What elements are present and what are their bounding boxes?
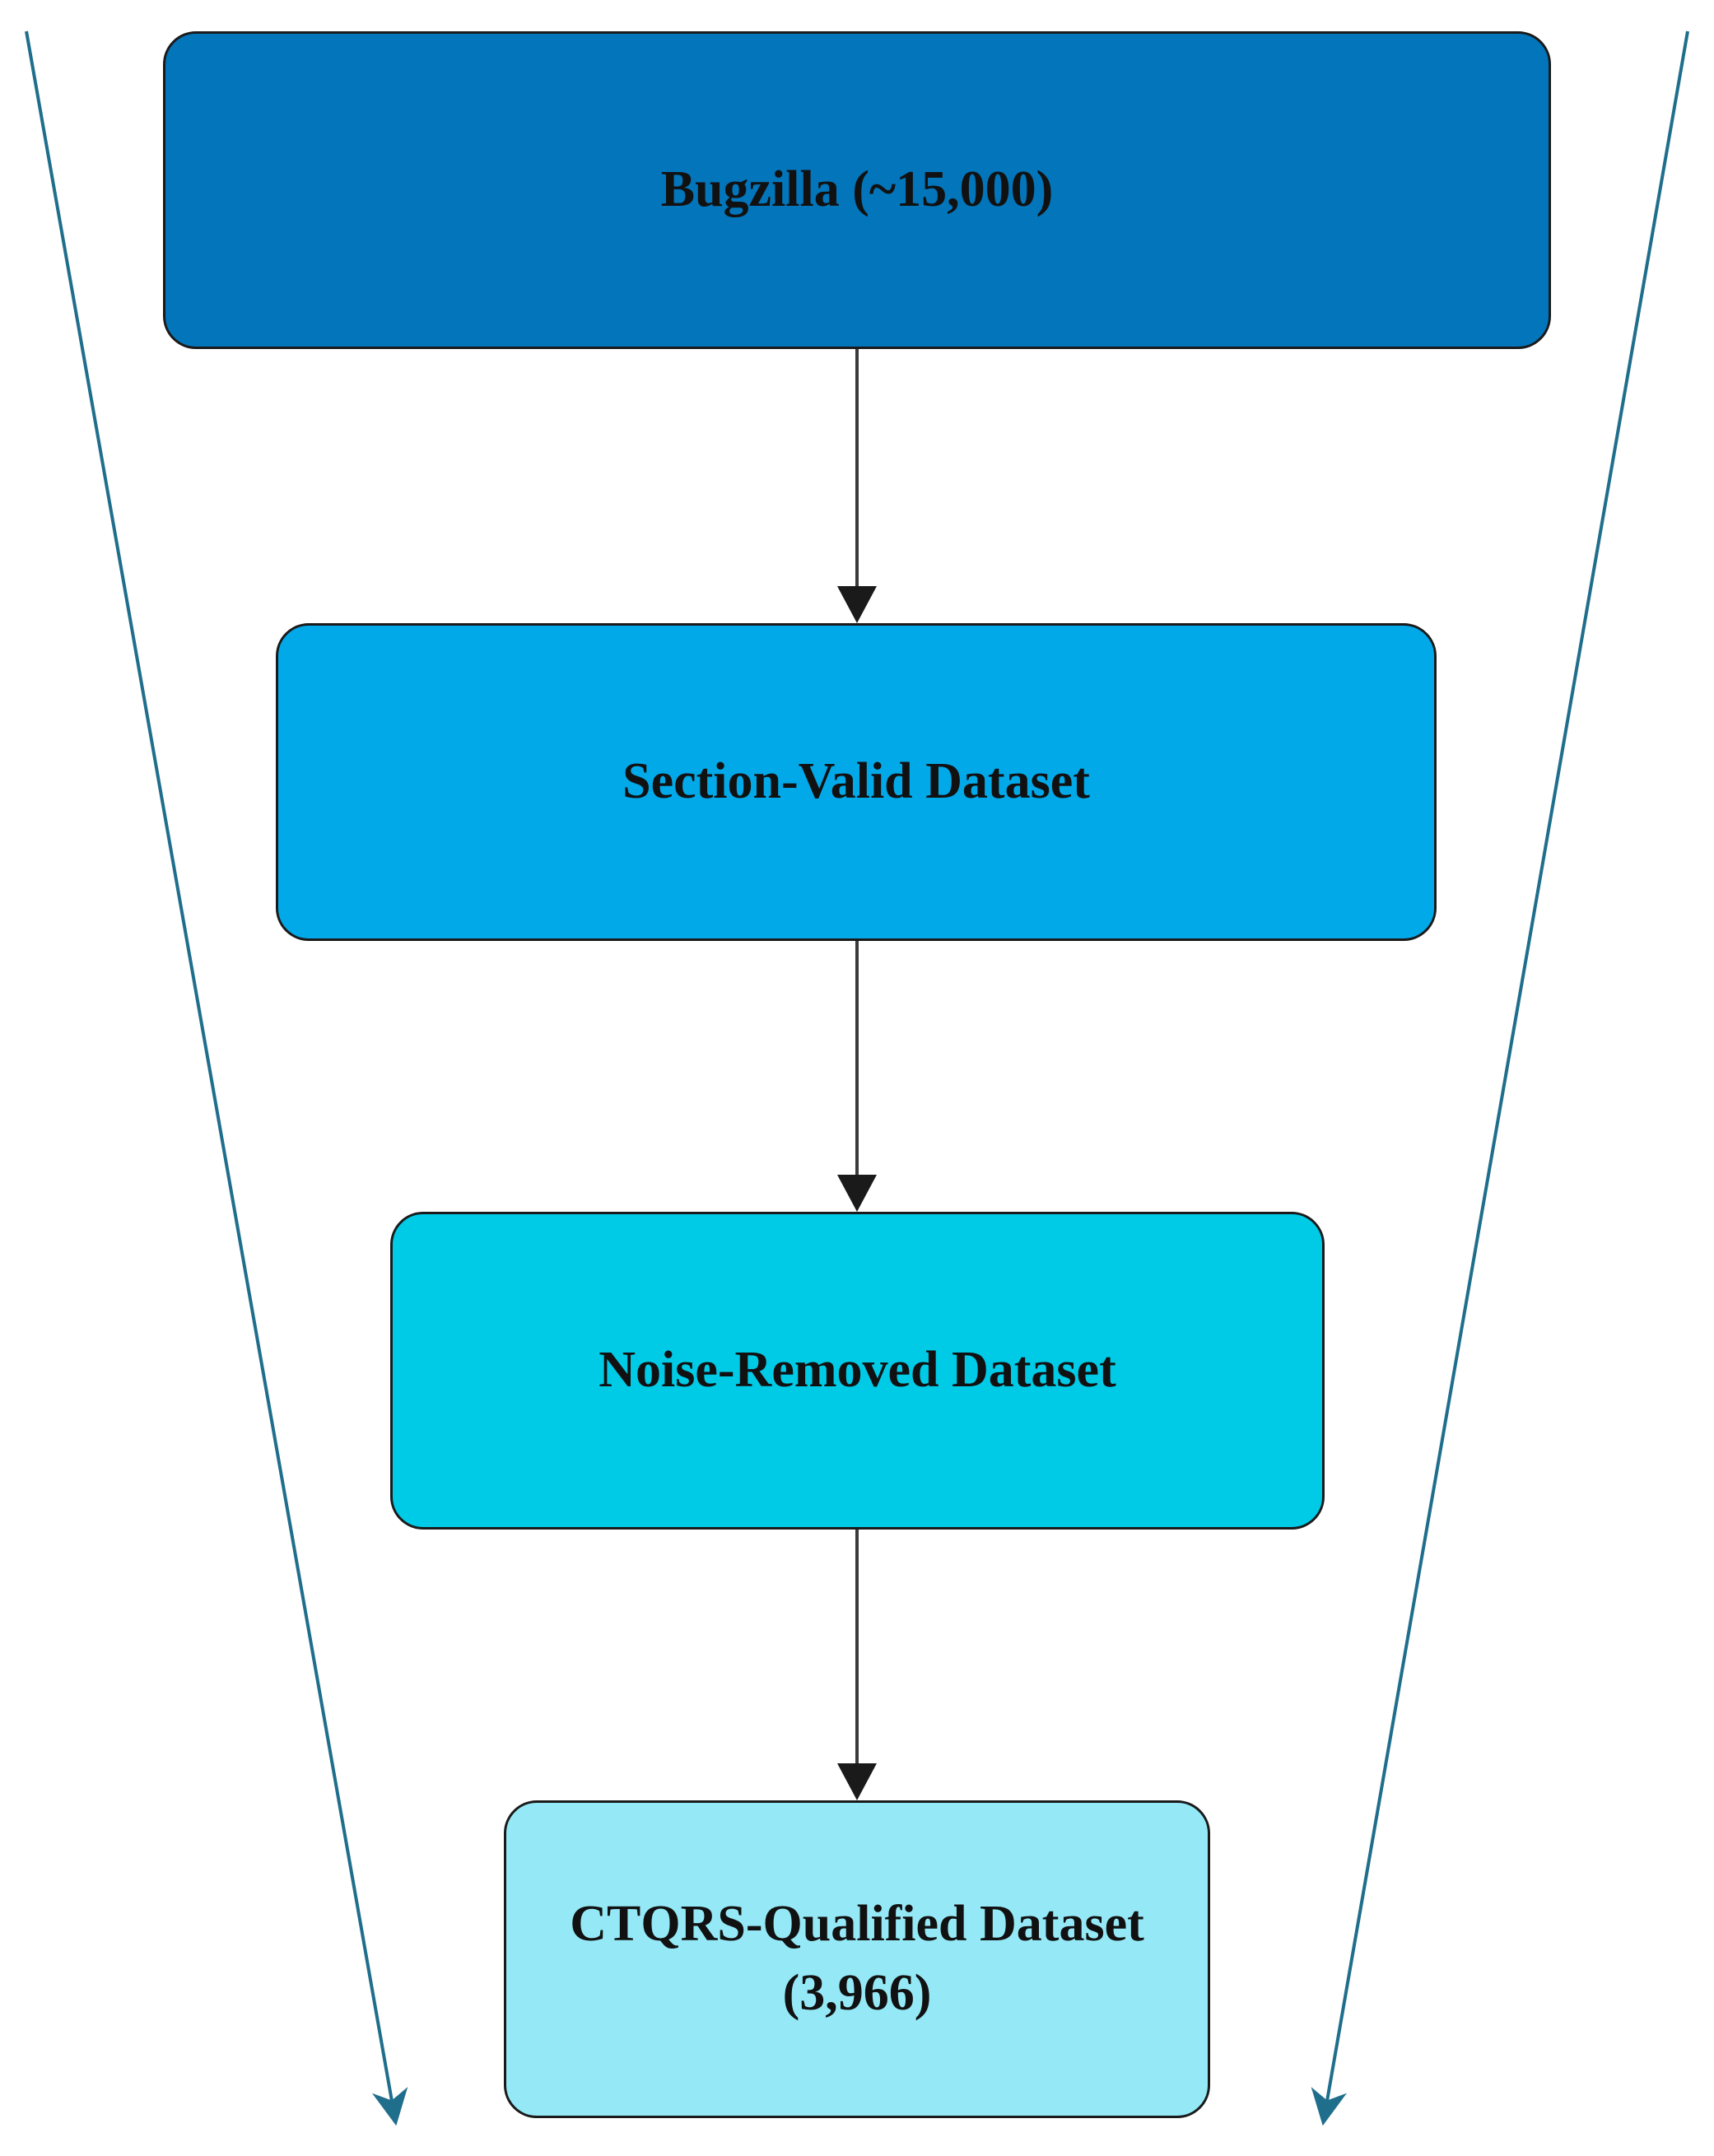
funnel-left-arrow (25, 30, 408, 2126)
stage-connector (837, 941, 877, 1212)
stage-ctqrs-qualified-dataset: CTQRS-Qualified Dataset (3,966) (504, 1800, 1210, 2118)
stage-section-valid-dataset: Section-Valid Dataset (276, 623, 1437, 941)
stage-label: Bugzilla (~15,000) (660, 161, 1054, 218)
stage-label: CTQRS-Qualified Dataset (570, 1896, 1144, 1953)
funnel-right-arrow (1311, 30, 1689, 2126)
stage-bugzilla: Bugzilla (~15,000) (163, 31, 1551, 349)
stage-label: Section-Valid Dataset (622, 753, 1090, 810)
stage-noise-removed-dataset: Noise-Removed Dataset (390, 1212, 1325, 1530)
stage-connector (837, 1530, 877, 1800)
stage-connector (837, 349, 877, 623)
stage-count: (3,966) (782, 1965, 932, 2021)
stage-label: Noise-Removed Dataset (599, 1342, 1116, 1399)
